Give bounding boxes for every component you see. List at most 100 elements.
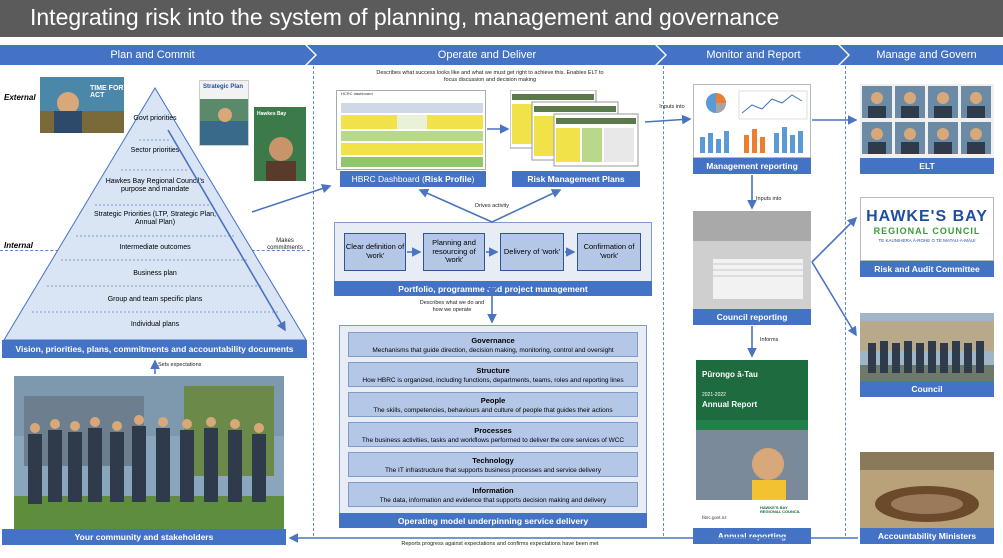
pyramid-level-govt: Govt priorities (133, 115, 177, 122)
arrow-rmp-mgmt (644, 114, 692, 125)
pyramid-level-purpose: Hawkes Bay Regional Council's purpose an… (105, 178, 205, 194)
separator (313, 66, 314, 536)
elt-photos (860, 84, 994, 158)
sets-expectations-label: Sets expectations (158, 362, 202, 368)
elt-image (862, 86, 991, 154)
process-step-plan: Planning and resourcing of 'work' (423, 233, 485, 271)
model-title: Structure (476, 366, 510, 375)
doc-image (40, 77, 124, 133)
separator (845, 66, 846, 536)
doc-thumbnail-text: Hawkes Bay (257, 111, 287, 117)
model-desc: How HBRC is organized, including functio… (362, 377, 624, 384)
arrow-to-dashboard (251, 183, 332, 213)
rmp-thumbnail (510, 90, 640, 168)
annual-bar: Annual reporting (693, 528, 811, 544)
arrow-pyramid-commitments (167, 129, 286, 332)
model-structure: Structure How HBRC is organized, includi… (348, 362, 638, 387)
dashboard-image (341, 103, 483, 167)
annual-report-cover: Pūrongo ā-Tau 2021-2022 Annual Report hb… (696, 360, 808, 528)
mgmt-report-thumbnail (693, 84, 811, 158)
model-desc: The skills, competencies, behaviours and… (373, 407, 613, 414)
report-logo: HAWKE'S BAY REGIONAL COUNCIL (760, 505, 801, 515)
dashboard-thumbnail: HCRC dashboard (336, 90, 486, 170)
elt-bar: ELT (860, 158, 994, 174)
dashboard-bar-prefix: HBRC Dashboard ( (351, 174, 425, 184)
rmp-bar: Risk Management Plans (512, 171, 640, 187)
doc-thumbnail-time-to-act: TIME FOR ACT (40, 77, 124, 133)
council-photo (860, 313, 994, 381)
phase-operate-label: Operate and Deliver (437, 49, 537, 61)
model-technology: Technology The IT infrastructure that su… (348, 452, 638, 477)
phase-chevron-monitor (657, 45, 848, 65)
ministers-image (860, 452, 994, 528)
pyramid-level-sector: Sector priorities (130, 147, 180, 154)
model-governance: Governance Mechanisms that guide directi… (348, 332, 638, 357)
arrow-portfolio-dashboard (418, 188, 493, 223)
doc-thumbnail-text: Strategic Plan (203, 84, 244, 90)
process-step-deliver: Delivery of 'work' (500, 233, 564, 271)
dashboard-bar-suffix: ) (471, 174, 475, 184)
phase-govern-label: Manage and Govern (876, 49, 977, 61)
top-note: Describes what success looks like and wh… (376, 70, 604, 83)
inputs-into-label-2: Inputs into (756, 196, 782, 202)
model-title: Technology (472, 456, 514, 465)
model-title: Governance (471, 336, 515, 345)
model-desc: The data, information and evidence that … (379, 497, 607, 504)
ministers-bar: Accountability Ministers (860, 528, 994, 544)
phase-monitor-label: Monitor and Report (706, 49, 801, 61)
internal-label: Internal (4, 241, 33, 250)
council-reporting-bar: Council reporting (693, 309, 811, 325)
pyramid-level-intermediate: Intermediate outcomes (119, 244, 191, 251)
model-people: People The skills, competencies, behavio… (348, 392, 638, 417)
phase-chevron-operate (307, 45, 665, 65)
pyramid-level-individual: Individual plans (130, 321, 180, 328)
bottom-note: Reports progress against expectations an… (401, 541, 599, 547)
page-title: Integrating risk into the system of plan… (30, 4, 780, 30)
council-image (860, 313, 994, 381)
arrow-council-council (811, 261, 857, 337)
model-desc: The IT infrastructure that supports busi… (385, 467, 601, 474)
informs-label: Informs (760, 337, 779, 343)
title-bar: Integrating risk into the system of plan… (0, 0, 1003, 37)
logo-line2: REGIONAL COUNCIL (873, 226, 981, 236)
process-step-confirm: Confirmation of 'work' (577, 233, 641, 271)
logo-line1: HAWKE'S BAY (866, 208, 988, 225)
model-title: Information (472, 486, 514, 495)
council-reporting-thumbnail (693, 211, 811, 309)
rmp-image (510, 90, 639, 167)
inputs-into-label-1: Inputs into (659, 104, 685, 110)
rac-bar: Risk and Audit Committee (860, 261, 994, 277)
pyramid-level-business: Business plan (133, 270, 177, 277)
doc-thumbnail-strategic-plan: Strategic Plan (199, 80, 249, 146)
annual-report-image (696, 360, 808, 528)
phase-monitor: Monitor and Report (667, 45, 840, 65)
model-information: Information The data, information and ev… (348, 482, 638, 507)
council-bar: Council (860, 381, 994, 397)
phase-chevron-plan (0, 45, 315, 65)
process-step-define: Clear definition of 'work' (344, 233, 406, 271)
model-bar: Operating model underpinning service del… (339, 513, 647, 528)
doc-thumbnail-hawkes-bay: Hawkes Bay (254, 107, 306, 181)
phase-chevron-govern (840, 45, 1003, 65)
doc-image (200, 99, 248, 145)
model-title: Processes (474, 426, 512, 435)
phase-govern: Manage and Govern (850, 45, 1003, 65)
report-year: 2021-2022 (702, 392, 726, 398)
describes-ops-label: Describes what we do and how we operate (419, 300, 485, 313)
separator (663, 66, 664, 536)
phase-operate: Operate and Deliver (317, 45, 657, 65)
report-name: Annual Report (702, 400, 758, 409)
makes-commitments-label: Makes commitments (267, 238, 303, 252)
drives-activity-label: Drives activity (475, 203, 509, 209)
phase-plan-label: Plan and Commit (110, 49, 195, 61)
dashboard-bar: HBRC Dashboard (Risk Profile) (340, 171, 486, 187)
phase-plan: Plan and Commit (0, 45, 305, 65)
model-desc: The business activities, tasks and workf… (361, 437, 625, 444)
doc-thumbnail-text: TIME FOR ACT (90, 85, 124, 99)
report-url: hbrc.govt.nz (702, 515, 727, 520)
model-processes: Processes The business activities, tasks… (348, 422, 638, 447)
external-label: External (4, 93, 36, 102)
council-reporting-image (693, 211, 811, 309)
mgmt-bar: Management reporting (693, 158, 811, 174)
